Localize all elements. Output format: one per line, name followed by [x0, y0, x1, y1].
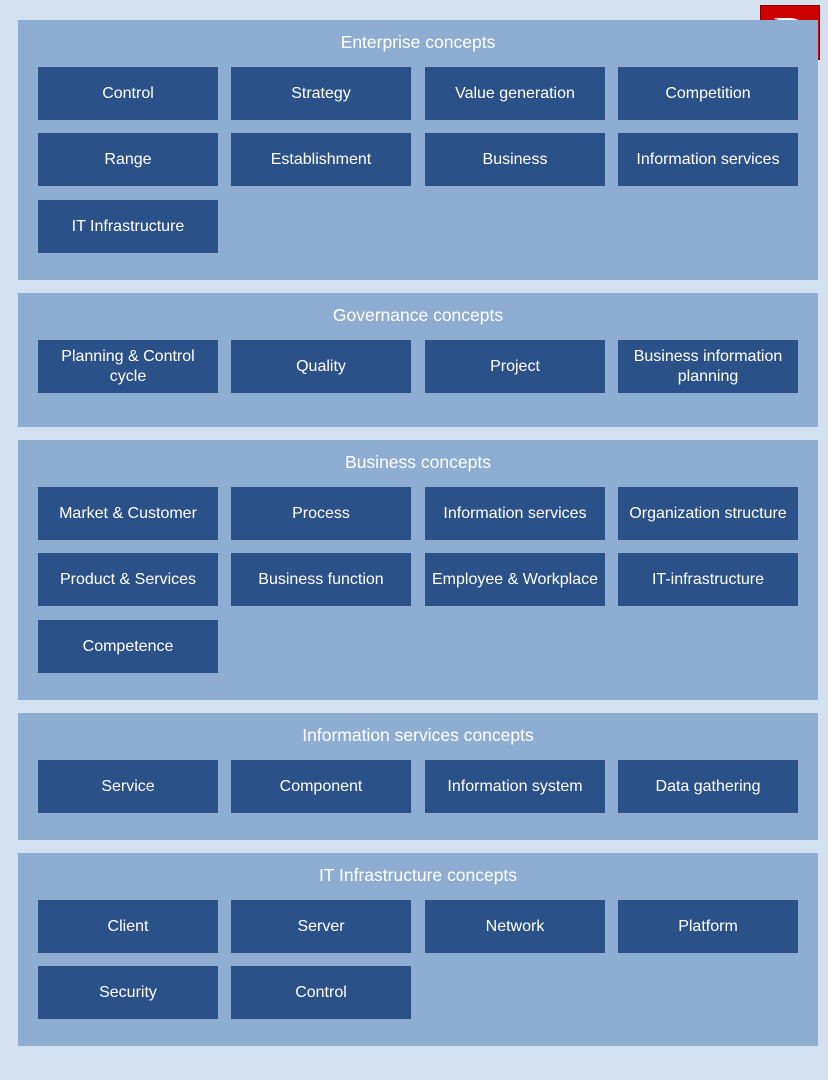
concept-box: Service [38, 760, 218, 813]
concept-box: Network [425, 900, 605, 953]
concept-box: Competence [38, 620, 218, 673]
concept-box: Range [38, 133, 218, 186]
section-title: Business concepts [345, 452, 491, 472]
concept-box: Platform [618, 900, 798, 953]
section-title: Enterprise concepts [340, 32, 496, 52]
concept-box: Server [231, 900, 411, 953]
concept-box: Strategy [231, 67, 411, 120]
concept-box: Business function [231, 553, 411, 606]
concept-box: Employee & Workplace [425, 553, 605, 606]
concept-box: Control [231, 966, 411, 1019]
concept-box: Security [38, 966, 218, 1019]
concept-box: IT-infrastructure [618, 553, 798, 606]
concept-box: Market & Customer [38, 487, 218, 540]
concept-box: Business [425, 133, 605, 186]
concept-box: Establishment [231, 133, 411, 186]
concept-box: Business information planning [618, 340, 798, 393]
concept-box: Information services [425, 487, 605, 540]
concept-box: Organization structure [618, 487, 798, 540]
concept-box: Information services [618, 133, 798, 186]
concept-box: IT Infrastructure [38, 200, 218, 253]
concept-box: Control [38, 67, 218, 120]
concept-box: Planning & Control cycle [38, 340, 218, 393]
concept-box: Project [425, 340, 605, 393]
section-title: Information services concepts [302, 725, 534, 745]
section-information-services-concepts: Information services concepts Service Co… [18, 713, 818, 840]
section-title: Governance concepts [332, 305, 504, 325]
section-it-infrastructure-concepts: IT Infrastructure concepts Client Server… [18, 853, 818, 1046]
concept-box: Process [231, 487, 411, 540]
concept-box: Value generation [425, 67, 605, 120]
concept-box: Product & Services [38, 553, 218, 606]
section-title: IT Infrastructure concepts [318, 865, 518, 885]
concept-box: Component [231, 760, 411, 813]
concept-box: Data gathering [618, 760, 798, 813]
concept-box: Client [38, 900, 218, 953]
section-enterprise-concepts: Enterprise concepts Control Strategy Val… [18, 20, 818, 280]
section-governance-concepts: Governance concepts Planning & Control c… [18, 293, 818, 427]
concept-box: Competition [618, 67, 798, 120]
section-business-concepts: Business concepts Market & Customer Proc… [18, 440, 818, 700]
concept-box: Information system [425, 760, 605, 813]
concept-box: Quality [231, 340, 411, 393]
